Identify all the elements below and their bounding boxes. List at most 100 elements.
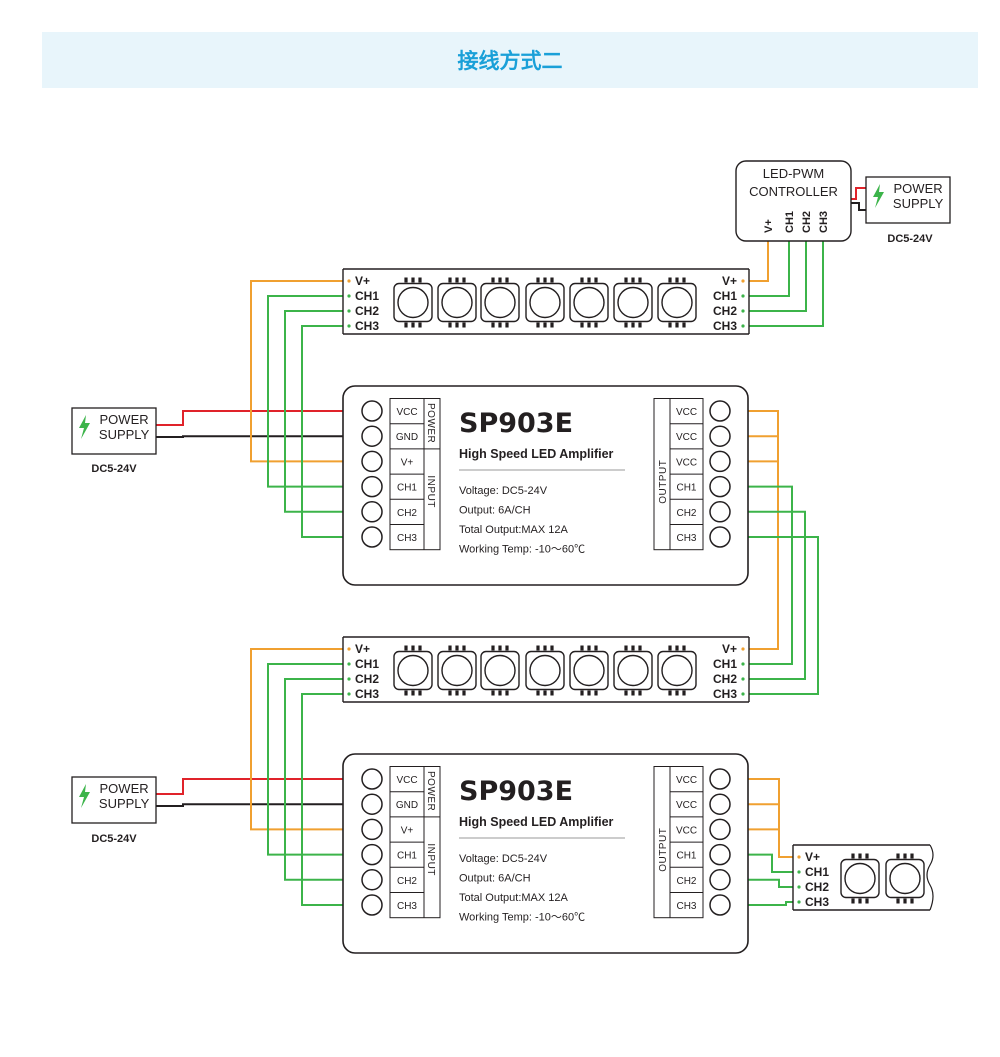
strip-pin-label: CH3 <box>355 319 379 333</box>
controller-pin-label: CH1 <box>784 211 796 233</box>
led-pin <box>631 277 635 283</box>
output-terminal-screw <box>709 526 731 548</box>
led-pin <box>865 853 869 859</box>
output-terminal-label: VCC <box>676 432 697 443</box>
pin-dot <box>741 677 745 681</box>
pin-dot <box>741 324 745 328</box>
output-terminal-label: CH1 <box>676 851 696 862</box>
led-pin <box>638 645 642 651</box>
input-terminal-label: V+ <box>401 457 414 468</box>
wire-orange <box>749 241 769 282</box>
wire-black <box>156 435 362 438</box>
led-pin <box>668 645 672 651</box>
led-pin <box>404 690 408 696</box>
led-pin <box>543 645 547 651</box>
controller-title-line2: CONTROLLER <box>749 184 838 199</box>
led-lens <box>484 286 516 319</box>
wire-green <box>301 693 362 906</box>
output-terminal-label: CH3 <box>676 901 696 912</box>
strip-pin-label: CH2 <box>805 880 829 894</box>
led-lens <box>397 654 429 687</box>
led-lens <box>573 286 605 319</box>
banner-title: 接线方式二 <box>457 49 563 73</box>
controller-pin-label: CH2 <box>801 211 813 233</box>
led-pin <box>631 645 635 651</box>
led-pin <box>448 690 452 696</box>
led-pin <box>448 322 452 328</box>
led-pin <box>851 898 855 904</box>
strip-pin-label: CH3 <box>805 895 829 909</box>
led-pin <box>498 645 502 651</box>
pin-dot <box>741 692 745 696</box>
output-terminal-screw <box>709 425 731 447</box>
led-pin <box>638 322 642 328</box>
led-pin <box>587 645 591 651</box>
wire-orange <box>730 778 793 858</box>
wire-orange <box>250 280 362 463</box>
amplifier-model: SP903E <box>459 408 573 439</box>
pin-dot <box>347 294 351 298</box>
led-pin <box>631 690 635 696</box>
led-pin <box>411 645 415 651</box>
led-pin <box>498 690 502 696</box>
output-terminal-label: CH1 <box>676 483 696 494</box>
led-pin <box>624 645 628 651</box>
wire-green <box>301 325 362 538</box>
power-supply-label-line2: SUPPLY <box>99 427 150 442</box>
led-pin <box>543 690 547 696</box>
amplifier-spec: Voltage: DC5-24V <box>459 853 548 865</box>
led-pin <box>491 645 495 651</box>
wire-red <box>851 187 866 200</box>
output-terminal-screw <box>709 818 731 841</box>
input-terminal-screw <box>361 526 383 548</box>
input-terminal-label: VCC <box>396 775 417 786</box>
led-pin <box>536 690 540 696</box>
power-group-label: POWER <box>425 771 436 811</box>
led-lens <box>397 286 429 319</box>
controller-pin-label: CH3 <box>818 211 830 233</box>
led-pin <box>638 277 642 283</box>
controller-title-line1: LED-PWM <box>763 166 824 181</box>
led-lens <box>844 862 876 895</box>
strip-pin-label: V+ <box>355 274 370 288</box>
led-pin <box>550 690 554 696</box>
led-lens <box>484 654 516 687</box>
led-pin <box>682 690 686 696</box>
wire-green <box>730 485 793 665</box>
led-pin <box>594 277 598 283</box>
output-terminal-screw <box>709 843 731 866</box>
led-pin <box>455 645 459 651</box>
input-terminal-screw <box>361 768 383 790</box>
power-supply-box <box>71 407 157 455</box>
input-terminal-label: CH1 <box>397 851 417 862</box>
led-pin <box>505 277 509 283</box>
pin-dot <box>797 885 801 889</box>
output-terminal-screw <box>709 400 731 422</box>
strip-pin-label: CH2 <box>355 672 379 686</box>
led-pin <box>550 645 554 651</box>
led-pin <box>462 645 466 651</box>
pin-dot <box>797 900 801 904</box>
led-pin <box>411 322 415 328</box>
output-terminal-label: CH2 <box>676 876 696 887</box>
led-pin <box>536 277 540 283</box>
led-pin <box>910 898 914 904</box>
led-lens <box>889 862 921 895</box>
led-pin <box>903 898 907 904</box>
amplifier-spec: Working Temp: -10～60℃ <box>459 912 585 924</box>
input-terminal-label: CH3 <box>397 533 417 544</box>
pin-dot <box>741 279 745 283</box>
led-pin <box>404 277 408 283</box>
strip-pin-label: CH3 <box>713 319 737 333</box>
pin-dot <box>347 309 351 313</box>
led-pin <box>587 322 591 328</box>
amplifier-subtitle: High Speed LED Amplifier <box>459 447 614 461</box>
pin-dot <box>347 662 351 666</box>
input-terminal-screw <box>361 793 383 815</box>
input-group-label: INPUT <box>425 475 436 508</box>
